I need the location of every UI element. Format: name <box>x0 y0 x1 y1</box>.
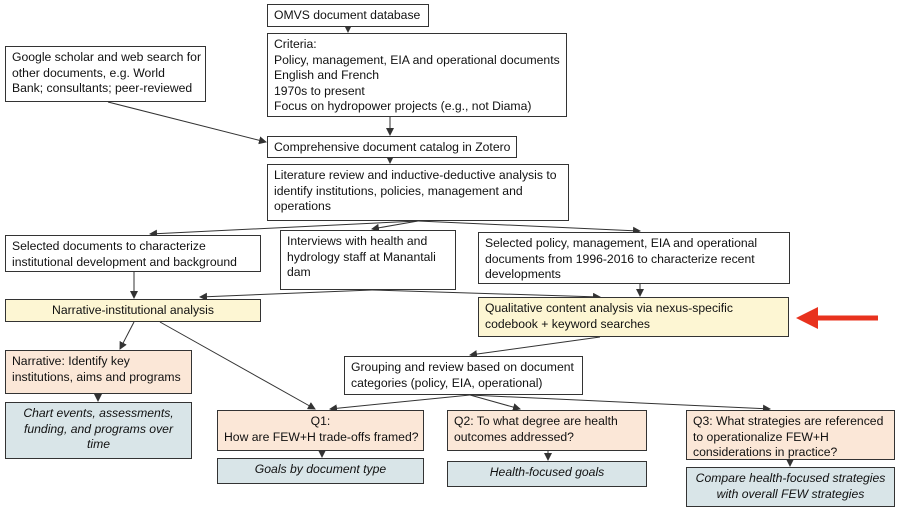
arrow-narrative-to-identify <box>119 321 135 350</box>
arrow-narrative-to-q1 <box>159 321 316 410</box>
interviews-line: dam <box>287 265 311 279</box>
arrow-grouping-to-q1 <box>329 394 471 413</box>
narrative-analysis-text: Narrative-institutional analysis <box>52 303 214 317</box>
selected-documents-line: Selected documents to characterize <box>12 239 206 253</box>
grouping-line: Grouping and review based on document <box>351 360 574 374</box>
chart-events-line: Chart events, assessments, <box>23 406 174 420</box>
literature-review-line: Literature review and inductive-deductiv… <box>274 168 557 182</box>
criteria-line: English and French <box>274 68 380 82</box>
chart-events-box: Chart events, assessments, funding, and … <box>5 402 192 459</box>
selected-documents-line: institutional development and background <box>12 254 237 269</box>
red-arrow-icon <box>796 307 878 329</box>
compare-strategies-line: Compare health-focused strategies <box>695 471 886 485</box>
arrow-grouping-to-q3 <box>469 394 771 413</box>
health-goals-box: Health-focused goals <box>447 461 647 487</box>
narrative-identify-line: institutions, aims and programs <box>12 369 181 384</box>
interviews-box: Interviews with health and hydrology sta… <box>280 230 456 290</box>
q2-line: outcomes addressed? <box>454 429 574 444</box>
chart-events-line: time <box>86 437 111 451</box>
q3-line: to operationalize FEW+H <box>693 429 829 444</box>
google-search-line: Google scholar and web search for <box>12 50 202 64</box>
goals-document-type-text: Goals by document type <box>254 462 387 476</box>
q2-line: Q2: To what degree are health <box>454 414 618 428</box>
criteria-line: Focus on hydropower projects (e.g., not … <box>274 99 532 113</box>
grouping-line: categories (policy, EIA, operational) <box>351 375 543 390</box>
health-goals-text: Health-focused goals <box>489 465 605 479</box>
selected-documents-box: Selected documents to characterize insti… <box>5 235 261 272</box>
q3-box: Q3: What strategies are referenced to op… <box>686 410 895 460</box>
source-database-box: OMVS document database <box>267 4 429 27</box>
arrow-qualitative-to-grouping <box>469 336 601 359</box>
q3-line: considerations in practice? <box>693 445 838 459</box>
goals-document-type-box: Goals by document type <box>217 458 424 484</box>
q2-box: Q2: To what degree are health outcomes a… <box>447 410 647 451</box>
arrow-google-to-catalog <box>107 101 267 145</box>
source-database-text: OMVS document database <box>274 8 421 22</box>
q1-line: How are FEW+H trade-offs framed? <box>224 429 419 444</box>
selected-policy-line: developments <box>485 267 561 281</box>
google-search-line: other documents, e.g. World <box>12 65 165 80</box>
narrative-identify-box: Narrative: Identify key institutions, ai… <box>5 350 192 394</box>
q3-line: Q3: What strategies are referenced <box>693 414 884 428</box>
criteria-line: Policy, management, EIA and operational … <box>274 52 560 67</box>
criteria-line: 1970s to present <box>274 83 365 98</box>
criteria-line: Criteria: <box>274 37 317 51</box>
catalog-text: Comprehensive document catalog in Zotero <box>274 140 511 154</box>
catalog-box: Comprehensive document catalog in Zotero <box>267 136 517 158</box>
grouping-box: Grouping and review based on document ca… <box>344 356 583 395</box>
qualitative-analysis-line: Qualitative content analysis via nexus-s… <box>485 301 733 315</box>
narrative-identify-line: Narrative: Identify key <box>12 354 130 368</box>
google-search-box: Google scholar and web search for other … <box>5 46 206 102</box>
google-search-line: Bank; consultants; peer-reviewed <box>12 81 193 95</box>
compare-strategies-line: with overall FEW strategies <box>716 486 865 501</box>
literature-review-line: operations <box>274 199 331 213</box>
qualitative-analysis-line: codebook + keyword searches <box>485 316 650 331</box>
interviews-line: hydrology staff at Manantali <box>287 249 436 264</box>
narrative-analysis-box: Narrative-institutional analysis <box>5 299 261 322</box>
q1-box: Q1: How are FEW+H trade-offs framed? <box>217 410 424 451</box>
criteria-box: Criteria: Policy, management, EIA and op… <box>267 33 567 117</box>
selected-policy-box: Selected policy, management, EIA and ope… <box>478 232 790 284</box>
selected-policy-line: documents from 1996-2016 to characterize… <box>485 251 755 266</box>
literature-review-box: Literature review and inductive-deductiv… <box>267 164 569 221</box>
arrow-interviews-to-narrative <box>199 289 373 301</box>
literature-review-line: identify institutions, policies, managem… <box>274 183 523 198</box>
chart-events-line: funding, and programs over <box>23 421 174 436</box>
qualitative-analysis-box: Qualitative content analysis via nexus-s… <box>478 297 789 337</box>
arrow-literature-to-selected-policy <box>417 220 641 235</box>
arrow-literature-to-selected-docs <box>149 220 419 238</box>
compare-strategies-box: Compare health-focused strategies with o… <box>686 467 895 507</box>
q1-line: Q1: <box>310 414 331 428</box>
arrow-literature-to-interviews <box>371 220 419 232</box>
arrow-interviews-to-qualitative <box>371 289 601 301</box>
arrow-grouping-to-q2 <box>469 394 521 411</box>
interviews-line: Interviews with health and <box>287 234 428 248</box>
selected-policy-line: Selected policy, management, EIA and ope… <box>485 236 758 250</box>
